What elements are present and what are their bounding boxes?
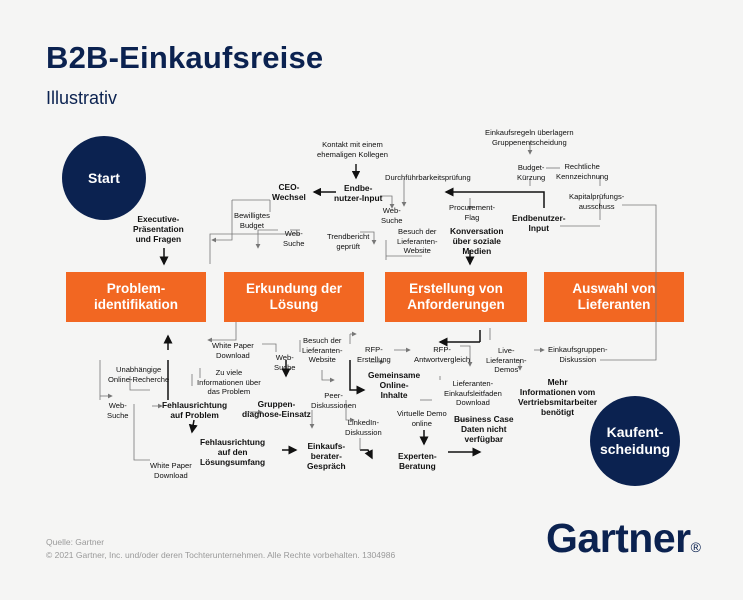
label-feasibility-check: Durchführbarkeitsprüfung	[385, 173, 471, 182]
label-white-paper-download-1: White Paper Download	[212, 341, 254, 360]
stage-requirements-building: Erstellung von Anforderungen	[385, 272, 527, 322]
label-independent-online-research: Unabhängige Online-Recherche	[108, 365, 170, 384]
label-white-paper-download-2: White Paper Download	[150, 461, 192, 480]
label-web-search-1: Web- Suche	[283, 229, 305, 248]
label-web-search-2: Web- Suche	[381, 206, 403, 225]
label-linkedin-discussion: LinkedIn- Diskussion	[345, 418, 382, 437]
page-title: B2B-Einkaufsreise	[46, 40, 324, 75]
label-buying-group-discussion: Einkaufsgruppen- Diskussion	[548, 345, 608, 364]
label-shared-online-content: Gemeinsame Online- Inhalte	[368, 370, 421, 400]
label-web-search-3: Web- Suche	[274, 353, 296, 372]
label-executive-presentation: Executive- Präsentation und Fragen	[133, 214, 184, 244]
label-rfp-response-comparison: RFP- Antwortvergleich	[414, 345, 471, 364]
stage-supplier-selection: Auswahl von Lieferanten	[544, 272, 684, 322]
gartner-logo-mark: ®	[690, 539, 701, 555]
label-social-media-conversation: Konversation über soziale Medien	[450, 226, 504, 256]
gartner-logo-text: Gartner	[546, 515, 691, 561]
label-solution-scope-misalignment: Fehlausrichtung auf den Lösungsumfang	[200, 437, 266, 467]
label-ceo-change: CEO- Wechsel	[272, 182, 306, 202]
label-legal-flag: Rechtliche Kennzeichnung	[556, 162, 609, 181]
label-trend-report: Trendbericht geprüft	[327, 232, 370, 251]
footer-copyright: © 2021 Gartner, Inc. und/oder deren Toch…	[46, 550, 396, 560]
label-purchasing-rules: Einkaufsregeln überlagern Gruppenentsche…	[485, 128, 574, 147]
purchase-decision-circle: Kaufent- scheidung	[590, 396, 680, 486]
label-group-diagnosis: Gruppen- diagnose-Einsatz	[242, 399, 311, 419]
label-procurement-flag: Procurement- Flag	[449, 203, 496, 222]
label-supplier-website-visit-2: Besuch der Lieferanten- Website	[302, 336, 343, 364]
label-capital-review-committee: Kapitalprüfungs- ausschuss	[569, 192, 625, 211]
stage-solution-exploration: Erkundung der Lösung	[224, 272, 364, 322]
page-subtitle: Illustrativ	[46, 88, 118, 108]
label-rfp-creation: RFP- Erstellung	[357, 345, 391, 364]
label-live-supplier-demos: Live- Lieferanten- Demos	[486, 346, 527, 374]
label-expert-advice: Experten- Beratung	[398, 451, 437, 471]
label-former-colleague-contact: Kontakt mit einem ehemaligen Kollegen	[317, 140, 388, 159]
label-end-user-input-2: Endbenutzer- Input	[512, 213, 566, 233]
label-too-much-information: Zu viele Informationen über das Problem	[197, 368, 261, 396]
label-sales-rep-info-needed: Mehr Informationen vom Vertriebsmitarbei…	[518, 377, 598, 417]
label-end-user-input-1: Endbe- nutzer-Input	[334, 183, 383, 203]
label-supplier-website-visit-1: Besuch der Lieferanten- Website	[397, 227, 438, 255]
label-purchasing-consultant-call: Einkaufs- berater- Gespräch	[307, 441, 346, 471]
label-problem-misalignment: Fehlausrichtung auf Problem	[162, 400, 228, 420]
label-budget-cut: Budget- Kürzung	[517, 163, 546, 182]
stage-problem-identification: Problem- identifikation	[66, 272, 206, 322]
label-approved-budget: Bewilligtes Budget	[234, 211, 270, 230]
label-business-case-data: Business Case Daten nicht verfügbar	[454, 414, 514, 444]
start-circle: Start	[62, 136, 146, 220]
footer-source: Quelle: Gartner	[46, 537, 105, 547]
label-peer-discussions: Peer- Diskussionen	[311, 391, 357, 410]
label-supplier-buying-guide: Lieferanten- Einkaufsleitfaden Download	[444, 379, 502, 407]
label-virtual-demo: Virtuelle Demo online	[397, 409, 447, 428]
label-web-search-4: Web- Suche	[107, 401, 129, 420]
gartner-logo: Gartner®	[546, 515, 701, 562]
